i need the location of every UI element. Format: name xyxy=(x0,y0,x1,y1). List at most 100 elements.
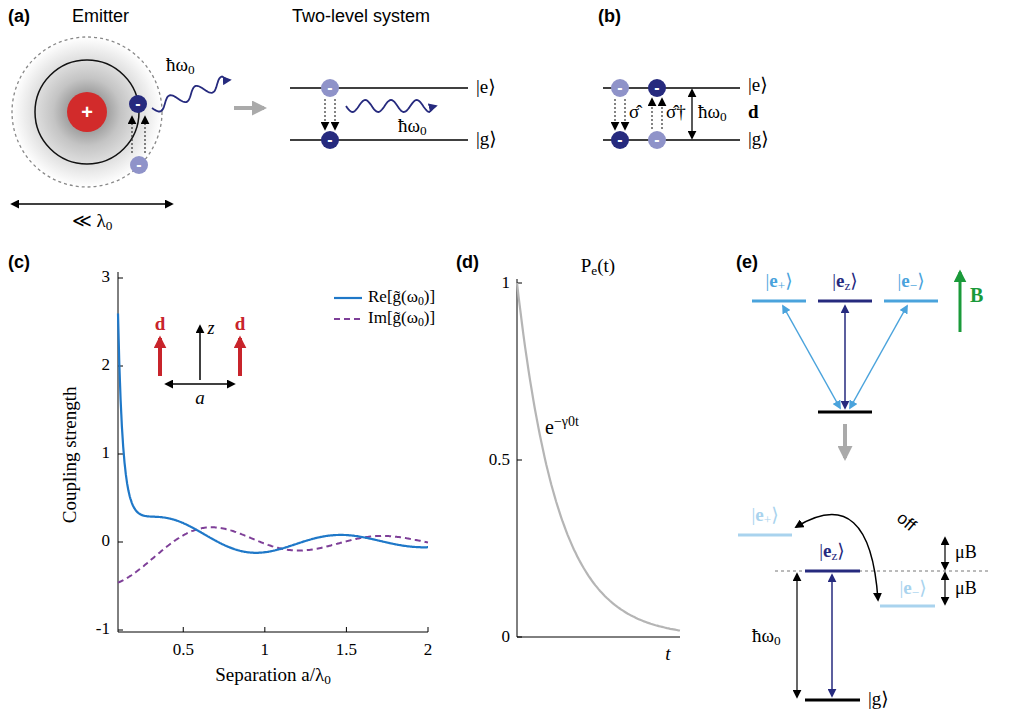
tick-label: 2 xyxy=(102,355,111,375)
dipole-arrow xyxy=(238,338,242,376)
axis-title: t xyxy=(665,643,670,665)
tick xyxy=(264,627,265,632)
charge-sign: - xyxy=(327,131,332,149)
state-label: |g⟩ xyxy=(868,688,889,710)
field-arrow xyxy=(959,272,962,332)
text-run: e xyxy=(591,263,597,278)
field-label: B xyxy=(970,284,983,307)
photon-wave xyxy=(152,77,230,112)
tick-label: 1.5 xyxy=(336,640,357,660)
text-run: 0 xyxy=(720,109,727,124)
photon-wave xyxy=(346,100,436,112)
tick-label: 1 xyxy=(102,443,111,463)
tick xyxy=(118,542,123,543)
tick-label: 0 xyxy=(502,627,511,647)
text-run: e xyxy=(903,577,911,598)
size-label: ≪ λ0 xyxy=(72,210,113,234)
electron xyxy=(129,95,147,113)
raising-arrow xyxy=(661,99,662,129)
text-run: + xyxy=(764,512,772,527)
axis-label: z xyxy=(207,318,214,339)
curve-label: e−γ0t xyxy=(545,414,579,439)
ground-level xyxy=(290,139,468,141)
electron-faded xyxy=(321,79,339,97)
transition-arrow xyxy=(144,117,145,153)
axis-title: Separation a/λ0 xyxy=(215,664,331,688)
text-run: −γ0t xyxy=(554,414,579,429)
panel-label: (d) xyxy=(456,252,479,273)
level-z xyxy=(818,300,872,303)
dipole-inset xyxy=(160,326,240,384)
panel-label: (c) xyxy=(8,252,30,273)
tick-label: 1 xyxy=(261,640,270,660)
state-label: |e+⟩ xyxy=(751,504,778,528)
state-label: |g⟩ xyxy=(476,128,497,150)
state-label: |ez⟩ xyxy=(832,270,858,294)
energy-label: ħω0 xyxy=(752,625,781,649)
off-label: off xyxy=(893,509,920,536)
text-run: e xyxy=(901,270,909,291)
energy-arrow xyxy=(691,90,692,138)
tick xyxy=(346,627,347,632)
charge-sign: - xyxy=(654,131,659,149)
text-run: 0 xyxy=(324,672,331,687)
state-label: |e⟩ xyxy=(748,74,768,96)
operator-label: σ̂ xyxy=(629,101,639,123)
electron xyxy=(611,131,629,149)
x-axis xyxy=(517,637,680,638)
level-z xyxy=(805,570,860,573)
level-plus xyxy=(752,300,806,303)
size-arrow xyxy=(12,203,172,204)
text-run: 0 xyxy=(418,294,424,308)
imag-curve xyxy=(118,527,428,582)
emitter-atom xyxy=(12,37,172,204)
state-label: |e−⟩ xyxy=(897,270,924,294)
text-run: e xyxy=(836,270,844,291)
ground-level xyxy=(805,699,860,702)
text-run: + xyxy=(778,278,786,293)
lowering-arrow xyxy=(614,99,615,129)
dipole-arrow xyxy=(158,338,162,376)
transition-arrow xyxy=(844,306,846,408)
tick xyxy=(183,627,184,632)
tick xyxy=(118,278,123,279)
charge-sign: - xyxy=(136,156,141,174)
state-label: |ez⟩ xyxy=(819,540,845,564)
electron-faded xyxy=(648,131,666,149)
dipole-label: d xyxy=(155,313,166,335)
legend-text: Im[g̃(ω0)] xyxy=(368,308,435,330)
legend-line xyxy=(334,318,362,320)
axis-arrow xyxy=(199,326,201,380)
dipole-label: d xyxy=(235,313,246,335)
charge-sign: - xyxy=(135,95,140,113)
axis-title: Coupling strength xyxy=(59,387,81,524)
transition-arrow xyxy=(831,575,833,696)
charge-sign: + xyxy=(81,101,93,124)
two-level-system xyxy=(290,79,468,149)
tick-label: -1 xyxy=(96,619,110,639)
transition-arrow xyxy=(131,117,132,153)
tick-label: 0.5 xyxy=(173,640,194,660)
tick xyxy=(517,460,522,461)
separation-label: a xyxy=(195,387,205,409)
electron-faded xyxy=(611,79,629,97)
text-run: 0 xyxy=(188,62,195,77)
tick-label: 3 xyxy=(102,267,111,287)
energy-arrow xyxy=(796,574,797,697)
text-run: e xyxy=(823,540,831,561)
operator-diagram xyxy=(603,79,740,149)
real-curve xyxy=(118,314,428,553)
operator-label: σ̂† xyxy=(666,101,686,123)
gray-arrow xyxy=(843,424,847,458)
tick-label: 0 xyxy=(102,531,111,551)
reference-line xyxy=(775,571,990,572)
text-run: e xyxy=(769,270,777,291)
text-run: 0 xyxy=(420,123,427,138)
photon-energy: ħω0 xyxy=(166,54,195,78)
transition-arrow xyxy=(850,306,907,408)
electron xyxy=(648,79,666,97)
photon-energy: ħω0 xyxy=(398,115,427,139)
state-label: |e+⟩ xyxy=(765,270,792,294)
transition-arrow xyxy=(324,99,325,129)
decay-curve xyxy=(517,283,680,631)
